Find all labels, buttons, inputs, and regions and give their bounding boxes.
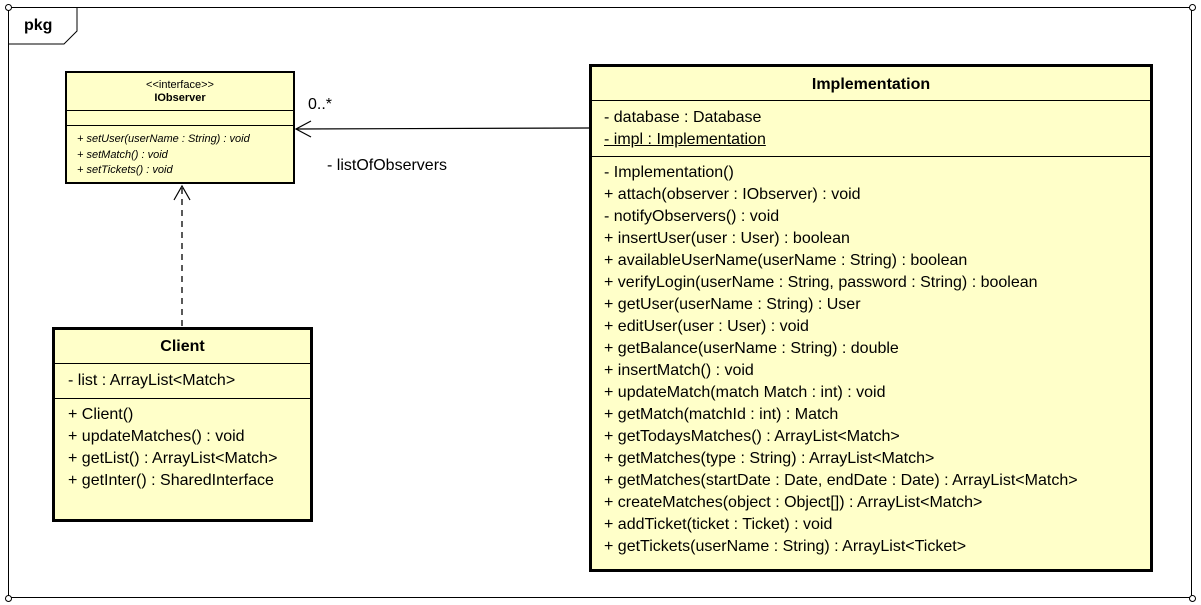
resize-handle-bottom-left[interactable] (5, 595, 12, 602)
operation: + createMatches(object : Object[]) : Arr… (604, 494, 983, 511)
operation: + setTickets() : void (77, 164, 173, 176)
operation: + insertMatch() : void (604, 362, 754, 379)
operation: + Client() (68, 406, 134, 423)
operation: + getMatch(matchId : int) : Match (604, 406, 839, 423)
operation: + insertUser(user : User) : boolean (604, 230, 850, 247)
operation: + setUser(userName : String) : void (77, 133, 250, 145)
association-role: - listOfObservers (327, 157, 448, 174)
attribute-static: - impl : Implementation (604, 131, 766, 148)
resize-handle-bottom-right[interactable] (1189, 595, 1196, 602)
operation: - Implementation() (604, 164, 734, 181)
operation: + attach(observer : IObserver) : void (604, 186, 861, 203)
association-arrowhead (294, 120, 312, 138)
association-multiplicity: 0..* (308, 96, 333, 113)
client-attributes: - list : ArrayList<Match> (55, 364, 310, 398)
iobserver-divider (67, 110, 293, 111)
iobserver-operations: + setUser(userName : String) : void + se… (67, 126, 293, 179)
operation: - notifyObservers() : void (604, 208, 780, 225)
operation: + verifyLogin(userName : String, passwor… (604, 274, 1038, 291)
client-class-box[interactable]: Client - list : ArrayList<Match> + Clien… (52, 327, 313, 522)
client-divider (55, 363, 310, 364)
operation: + getTodaysMatches() : ArrayList<Match> (604, 428, 900, 445)
operation: + getTickets(userName : String) : ArrayL… (604, 538, 967, 555)
realization-arrowhead (173, 184, 191, 201)
operation: + getList() : ArrayList<Match> (68, 450, 278, 467)
iobserver-divider (67, 125, 293, 126)
resize-handle-top-right[interactable] (1189, 4, 1196, 11)
operation: + getInter() : SharedInterface (68, 472, 274, 489)
attribute: - list : ArrayList<Match> (68, 372, 236, 389)
operation: + getMatches(startDate : Date, endDate :… (604, 472, 1078, 489)
operation: + getUser(userName : String) : User (604, 296, 861, 313)
implementation-operations: - Implementation() + attach(observer : I… (592, 157, 1150, 558)
operation: + updateMatches() : void (68, 428, 245, 445)
implementation-name: Implementation (811, 76, 931, 93)
attribute: - database : Database (604, 109, 762, 126)
association-line (295, 127, 590, 130)
operation: + editUser(user : User) : void (604, 318, 809, 335)
iobserver-attributes (67, 118, 293, 125)
iobserver-interface-box[interactable]: <<interface>> IObserver + setUser(userNa… (65, 71, 295, 184)
operation: + addTicket(ticket : Ticket) : void (604, 516, 833, 533)
iobserver-stereotype: <<interface>> (146, 79, 214, 91)
client-operations: + Client() + updateMatches() : void + ge… (55, 399, 310, 492)
client-name: Client (160, 338, 205, 355)
package-label: pkg (24, 17, 53, 34)
client-divider (55, 398, 310, 399)
package-tab (8, 7, 78, 45)
implementation-class-box[interactable]: Implementation - database : Database - i… (589, 64, 1153, 572)
operation: + getMatches(type : String) : ArrayList<… (604, 450, 935, 467)
implementation-divider (592, 100, 1150, 101)
operation: + availableUserName(userName : String) :… (604, 252, 968, 269)
resize-handle-top-left[interactable] (5, 4, 12, 11)
iobserver-name: IObserver (154, 92, 206, 104)
operation: + getBalance(userName : String) : double (604, 340, 899, 357)
implementation-divider (592, 156, 1150, 157)
implementation-attributes: - database : Database - impl : Implement… (592, 101, 1150, 156)
operation: + updateMatch(match Match : int) : void (604, 384, 886, 401)
package-frame (8, 7, 1192, 598)
operation: + setMatch() : void (77, 148, 168, 161)
